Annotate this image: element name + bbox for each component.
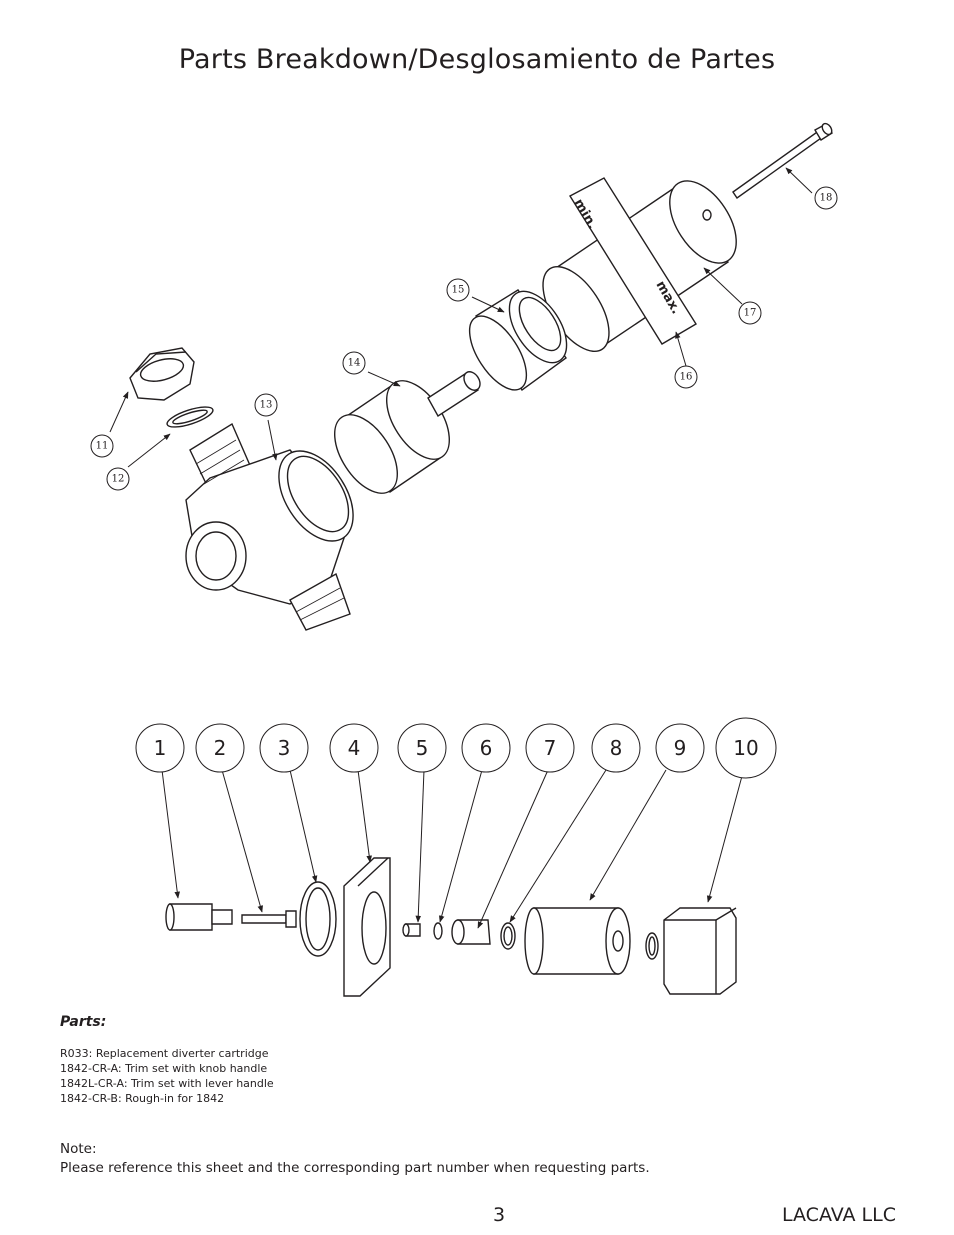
- callout-circle: [738, 301, 762, 325]
- part-12-washer: [166, 406, 214, 428]
- callout-number: 18: [820, 193, 833, 204]
- parts-heading: Parts:: [60, 1014, 107, 1030]
- callout-circle: [195, 723, 245, 773]
- note-text: Please reference this sheet and the corr…: [60, 1160, 650, 1176]
- part-3-o-ring: [299, 881, 337, 957]
- part-1-sleeve: [165, 903, 233, 931]
- callout-circle: [254, 393, 278, 417]
- callout-number: 2: [214, 736, 227, 760]
- callout-number: 9: [674, 736, 687, 760]
- callout-number: 15: [452, 285, 465, 296]
- callout-number: 13: [260, 400, 273, 411]
- parts-list-item: 1842-CR-B: Rough-in for 1842: [60, 1092, 225, 1105]
- callout-circle: [591, 723, 641, 773]
- callout-number: 4: [348, 736, 361, 760]
- callout-number: 12: [112, 474, 125, 485]
- part-13-valve-body: [185, 422, 354, 631]
- callout-circle: [525, 723, 575, 773]
- part-11-hex-nut: [129, 347, 195, 401]
- part-2-screw: [241, 910, 297, 928]
- callout-circle: [329, 723, 379, 773]
- parts-list-item: 1842L-CR-A: Trim set with lever handle: [60, 1077, 274, 1090]
- parts-list-item: 1842-CR-A: Trim set with knob handle: [60, 1062, 268, 1075]
- part-9-handle-body: [524, 907, 631, 975]
- callout-number: 14: [348, 358, 361, 369]
- part-8-ring: [500, 922, 516, 950]
- callout-circle: [655, 723, 705, 773]
- part-6-clip: [433, 922, 443, 940]
- part-4-escutcheon-plate: [343, 857, 391, 997]
- part-5-set-screw: [402, 923, 421, 937]
- callout-circle: [397, 723, 447, 773]
- callout-circle: [90, 434, 114, 458]
- callout-number: 5: [416, 736, 429, 760]
- callout-circle: [106, 467, 130, 491]
- callout-number: 11: [96, 441, 109, 452]
- parts-list: R033: Replacement diverter cartridge 184…: [60, 1046, 274, 1106]
- callout-number: 10: [733, 736, 758, 760]
- callout-circle: [259, 723, 309, 773]
- callout-number: 7: [544, 736, 557, 760]
- part-10-ring: [645, 932, 659, 960]
- parts-list-item: R033: Replacement diverter cartridge: [60, 1047, 269, 1060]
- callout-circle: [814, 186, 838, 210]
- callout-number: 1: [154, 736, 167, 760]
- part-15-bonnet-nut: [468, 289, 568, 392]
- company-name: LACAVA LLC: [782, 1204, 896, 1226]
- callout-number: 3: [278, 736, 291, 760]
- callout-circle: [135, 723, 185, 773]
- callout-circle: [715, 717, 777, 779]
- part-14-diverter-cartridge: [334, 371, 481, 494]
- note-label: Note:: [60, 1141, 97, 1157]
- page-number: 3: [493, 1204, 506, 1226]
- page-title: Parts Breakdown/Desglosamiento de Partes: [178, 44, 776, 75]
- part-16-indicator-plate: [569, 177, 697, 345]
- part-7-adapter: [451, 919, 491, 945]
- callout-number: 6: [480, 736, 493, 760]
- callout-circle: [446, 278, 470, 302]
- callout-number: 16: [680, 372, 693, 383]
- callout-circle: [674, 365, 698, 389]
- part-10-square-knob: [663, 907, 737, 995]
- part-18-screw: [732, 122, 833, 199]
- callout-circle: [461, 723, 511, 773]
- callout-number: 8: [610, 736, 623, 760]
- callout-circle: [342, 351, 366, 375]
- callout-number: 17: [744, 308, 757, 319]
